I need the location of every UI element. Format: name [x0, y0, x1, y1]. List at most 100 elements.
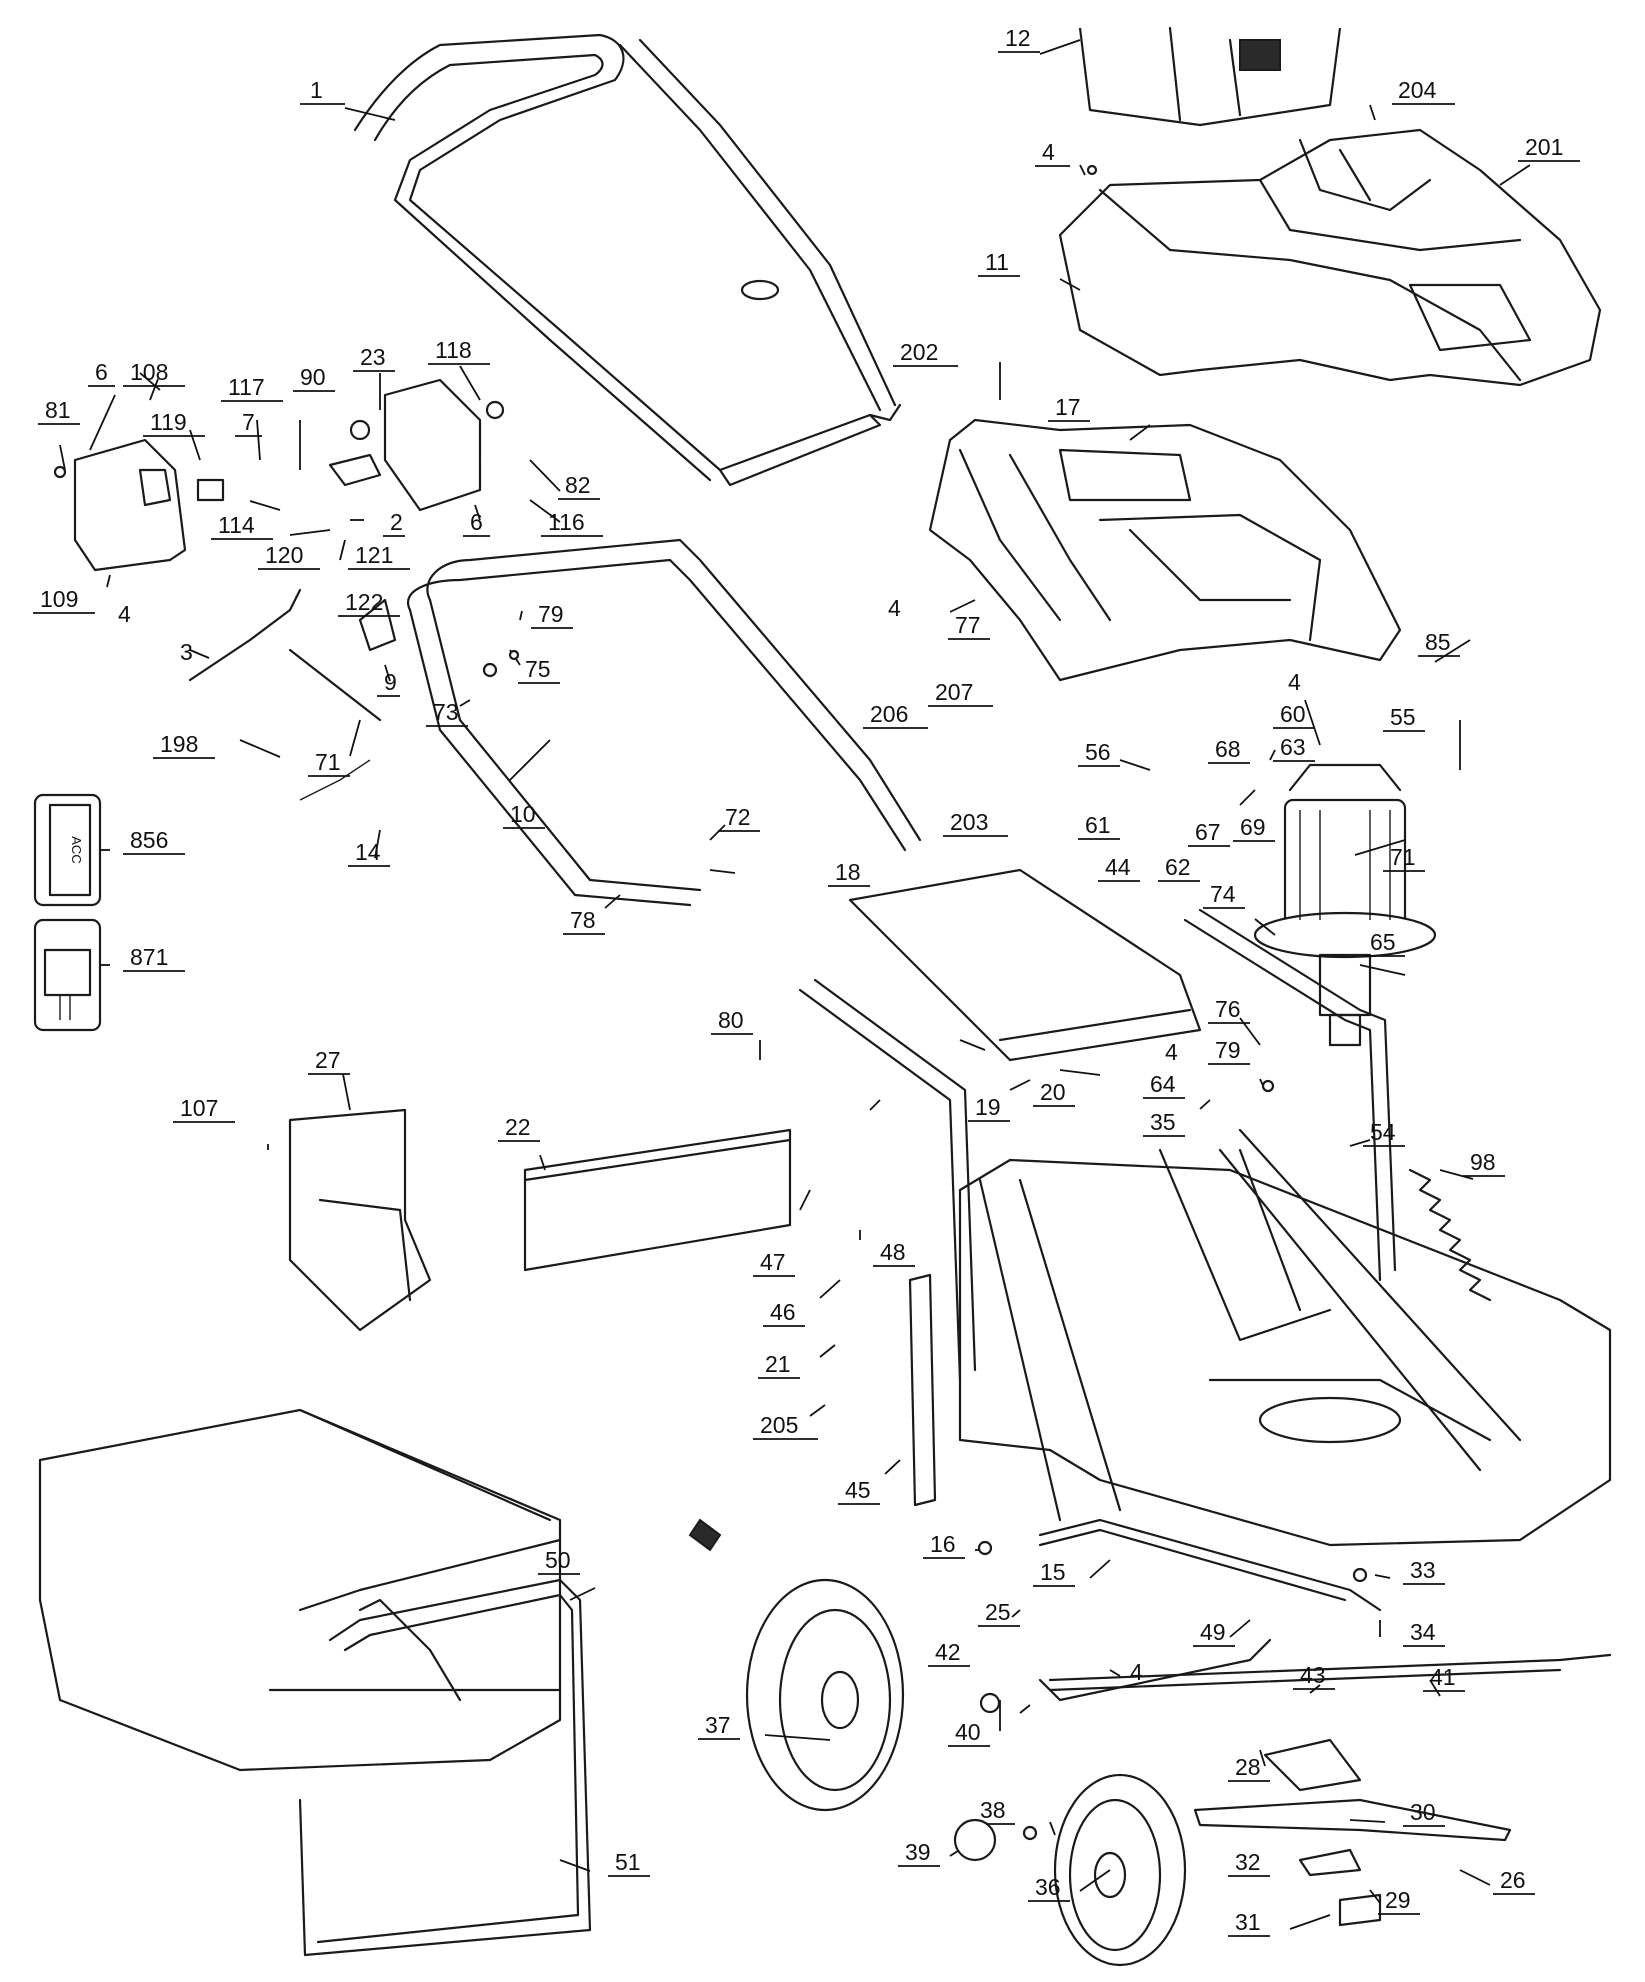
callout-20[interactable]: 20 — [1033, 1079, 1075, 1107]
callout-856[interactable]: 856 — [123, 827, 185, 855]
callout-78[interactable]: 78 — [563, 907, 605, 935]
callout-203[interactable]: 203 — [943, 809, 1008, 837]
callout-34[interactable]: 34 — [1403, 1619, 1445, 1647]
callout-77[interactable]: 77 — [948, 612, 990, 640]
callout-51[interactable]: 51 — [608, 1849, 650, 1877]
callout-14[interactable]: 14 — [348, 839, 390, 867]
callout-6b[interactable]: 6 — [463, 509, 490, 537]
callout-55[interactable]: 55 — [1383, 704, 1425, 732]
callout-107[interactable]: 107 — [173, 1095, 235, 1123]
callout-68[interactable]: 68 — [1208, 736, 1250, 764]
callout-65[interactable]: 65 — [1363, 929, 1405, 957]
callout-23[interactable]: 23 — [353, 344, 395, 372]
callout-26[interactable]: 26 — [1493, 1867, 1535, 1895]
callout-49[interactable]: 49 — [1193, 1619, 1235, 1647]
callout-90[interactable]: 90 — [293, 364, 335, 392]
callout-43[interactable]: 43 — [1293, 1662, 1335, 1690]
callout-16[interactable]: 16 — [923, 1531, 965, 1559]
callout-121[interactable]: 121 — [348, 542, 410, 570]
callout-10[interactable]: 10 — [503, 801, 545, 829]
callout-33[interactable]: 33 — [1403, 1557, 1445, 1585]
callout-122[interactable]: 122 — [338, 589, 400, 617]
callout-25[interactable]: 25 — [978, 1599, 1020, 1627]
callout-27[interactable]: 27 — [308, 1047, 350, 1075]
callout-4d[interactable]: 4 — [1165, 1039, 1178, 1065]
callout-29[interactable]: 29 — [1378, 1887, 1420, 1915]
callout-46[interactable]: 46 — [763, 1299, 805, 1327]
callout-47[interactable]: 47 — [753, 1249, 795, 1277]
callout-114[interactable]: 114 — [211, 512, 273, 540]
callout-206[interactable]: 206 — [863, 701, 928, 729]
callout-19[interactable]: 19 — [968, 1094, 1010, 1122]
callout-109[interactable]: 109 — [33, 586, 95, 614]
callout-18[interactable]: 18 — [828, 859, 870, 887]
callout-85[interactable]: 85 — [1418, 629, 1460, 657]
callout-12[interactable]: 12 — [998, 25, 1040, 53]
callout-80[interactable]: 80 — [711, 1007, 753, 1035]
callout-81[interactable]: 81 — [38, 397, 80, 425]
callout-69[interactable]: 69 — [1233, 814, 1275, 842]
callout-120[interactable]: 120 — [258, 542, 320, 570]
callout-54[interactable]: 54 — [1363, 1119, 1405, 1147]
callout-4f[interactable]: 4 — [118, 601, 131, 627]
callout-4a[interactable]: 4 — [1035, 139, 1070, 167]
callout-98[interactable]: 98 — [1463, 1149, 1505, 1177]
callout-204[interactable]: 204 — [1392, 77, 1455, 105]
callout-61[interactable]: 61 — [1078, 812, 1120, 840]
callout-198[interactable]: 198 — [153, 731, 215, 759]
callout-31[interactable]: 31 — [1228, 1909, 1270, 1937]
callout-3[interactable]: 3 — [180, 639, 193, 665]
callout-41[interactable]: 41 — [1423, 1664, 1465, 1692]
callout-7[interactable]: 7 — [235, 409, 262, 437]
callout-82[interactable]: 82 — [558, 472, 600, 500]
callout-63[interactable]: 63 — [1273, 734, 1315, 762]
callout-11[interactable]: 11 — [978, 249, 1020, 277]
callout-17[interactable]: 17 — [1048, 394, 1090, 422]
callout-62[interactable]: 62 — [1158, 854, 1200, 882]
callout-116[interactable]: 116 — [541, 509, 603, 537]
callout-36[interactable]: 36 — [1028, 1874, 1070, 1902]
callout-79a[interactable]: 79 — [531, 601, 573, 629]
callout-64[interactable]: 64 — [1143, 1071, 1185, 1099]
callout-871[interactable]: 871 — [123, 944, 185, 972]
callout-40[interactable]: 40 — [948, 1719, 990, 1747]
callout-75[interactable]: 75 — [518, 656, 560, 684]
callout-30[interactable]: 30 — [1403, 1799, 1445, 1827]
callout-60[interactable]: 60 — [1273, 701, 1315, 729]
callout-48[interactable]: 48 — [873, 1239, 915, 1267]
callout-79b[interactable]: 79 — [1208, 1037, 1250, 1065]
callout-202[interactable]: 202 — [893, 339, 958, 367]
callout-76[interactable]: 76 — [1208, 996, 1250, 1024]
callout-44[interactable]: 44 — [1098, 854, 1140, 882]
callout-73[interactable]: 73 — [426, 699, 468, 727]
callout-45[interactable]: 45 — [838, 1477, 880, 1505]
callout-22[interactable]: 22 — [498, 1114, 540, 1142]
callout-42[interactable]: 42 — [928, 1639, 970, 1667]
callout-56[interactable]: 56 — [1078, 739, 1120, 767]
callout-50[interactable]: 50 — [538, 1547, 580, 1575]
callout-37[interactable]: 37 — [698, 1712, 740, 1740]
callout-39[interactable]: 39 — [898, 1839, 940, 1867]
callout-35[interactable]: 35 — [1143, 1109, 1185, 1137]
callout-71b[interactable]: 71 — [1383, 844, 1425, 872]
callout-6a[interactable]: 6 — [88, 359, 115, 387]
callout-15[interactable]: 15 — [1033, 1559, 1075, 1587]
callout-9[interactable]: 9 — [377, 669, 400, 697]
callout-207[interactable]: 207 — [928, 679, 993, 707]
callout-4b[interactable]: 4 — [888, 595, 901, 621]
callout-74[interactable]: 74 — [1203, 881, 1245, 909]
callout-205[interactable]: 205 — [753, 1412, 818, 1440]
callout-72[interactable]: 72 — [718, 804, 760, 832]
callout-118[interactable]: 118 — [428, 337, 490, 365]
callout-71a[interactable]: 71 — [308, 749, 350, 777]
callout-28[interactable]: 28 — [1228, 1754, 1270, 1782]
callout-117[interactable]: 117 — [221, 374, 283, 402]
callout-32[interactable]: 32 — [1228, 1849, 1270, 1877]
callout-119[interactable]: 119 — [143, 409, 205, 437]
callout-2[interactable]: 2 — [383, 509, 405, 537]
callout-4c[interactable]: 4 — [1288, 669, 1301, 695]
callout-67[interactable]: 67 — [1188, 819, 1230, 847]
callout-4e[interactable]: 4 — [1130, 1659, 1143, 1685]
callout-21[interactable]: 21 — [758, 1351, 800, 1379]
callout-201[interactable]: 201 — [1518, 134, 1580, 162]
